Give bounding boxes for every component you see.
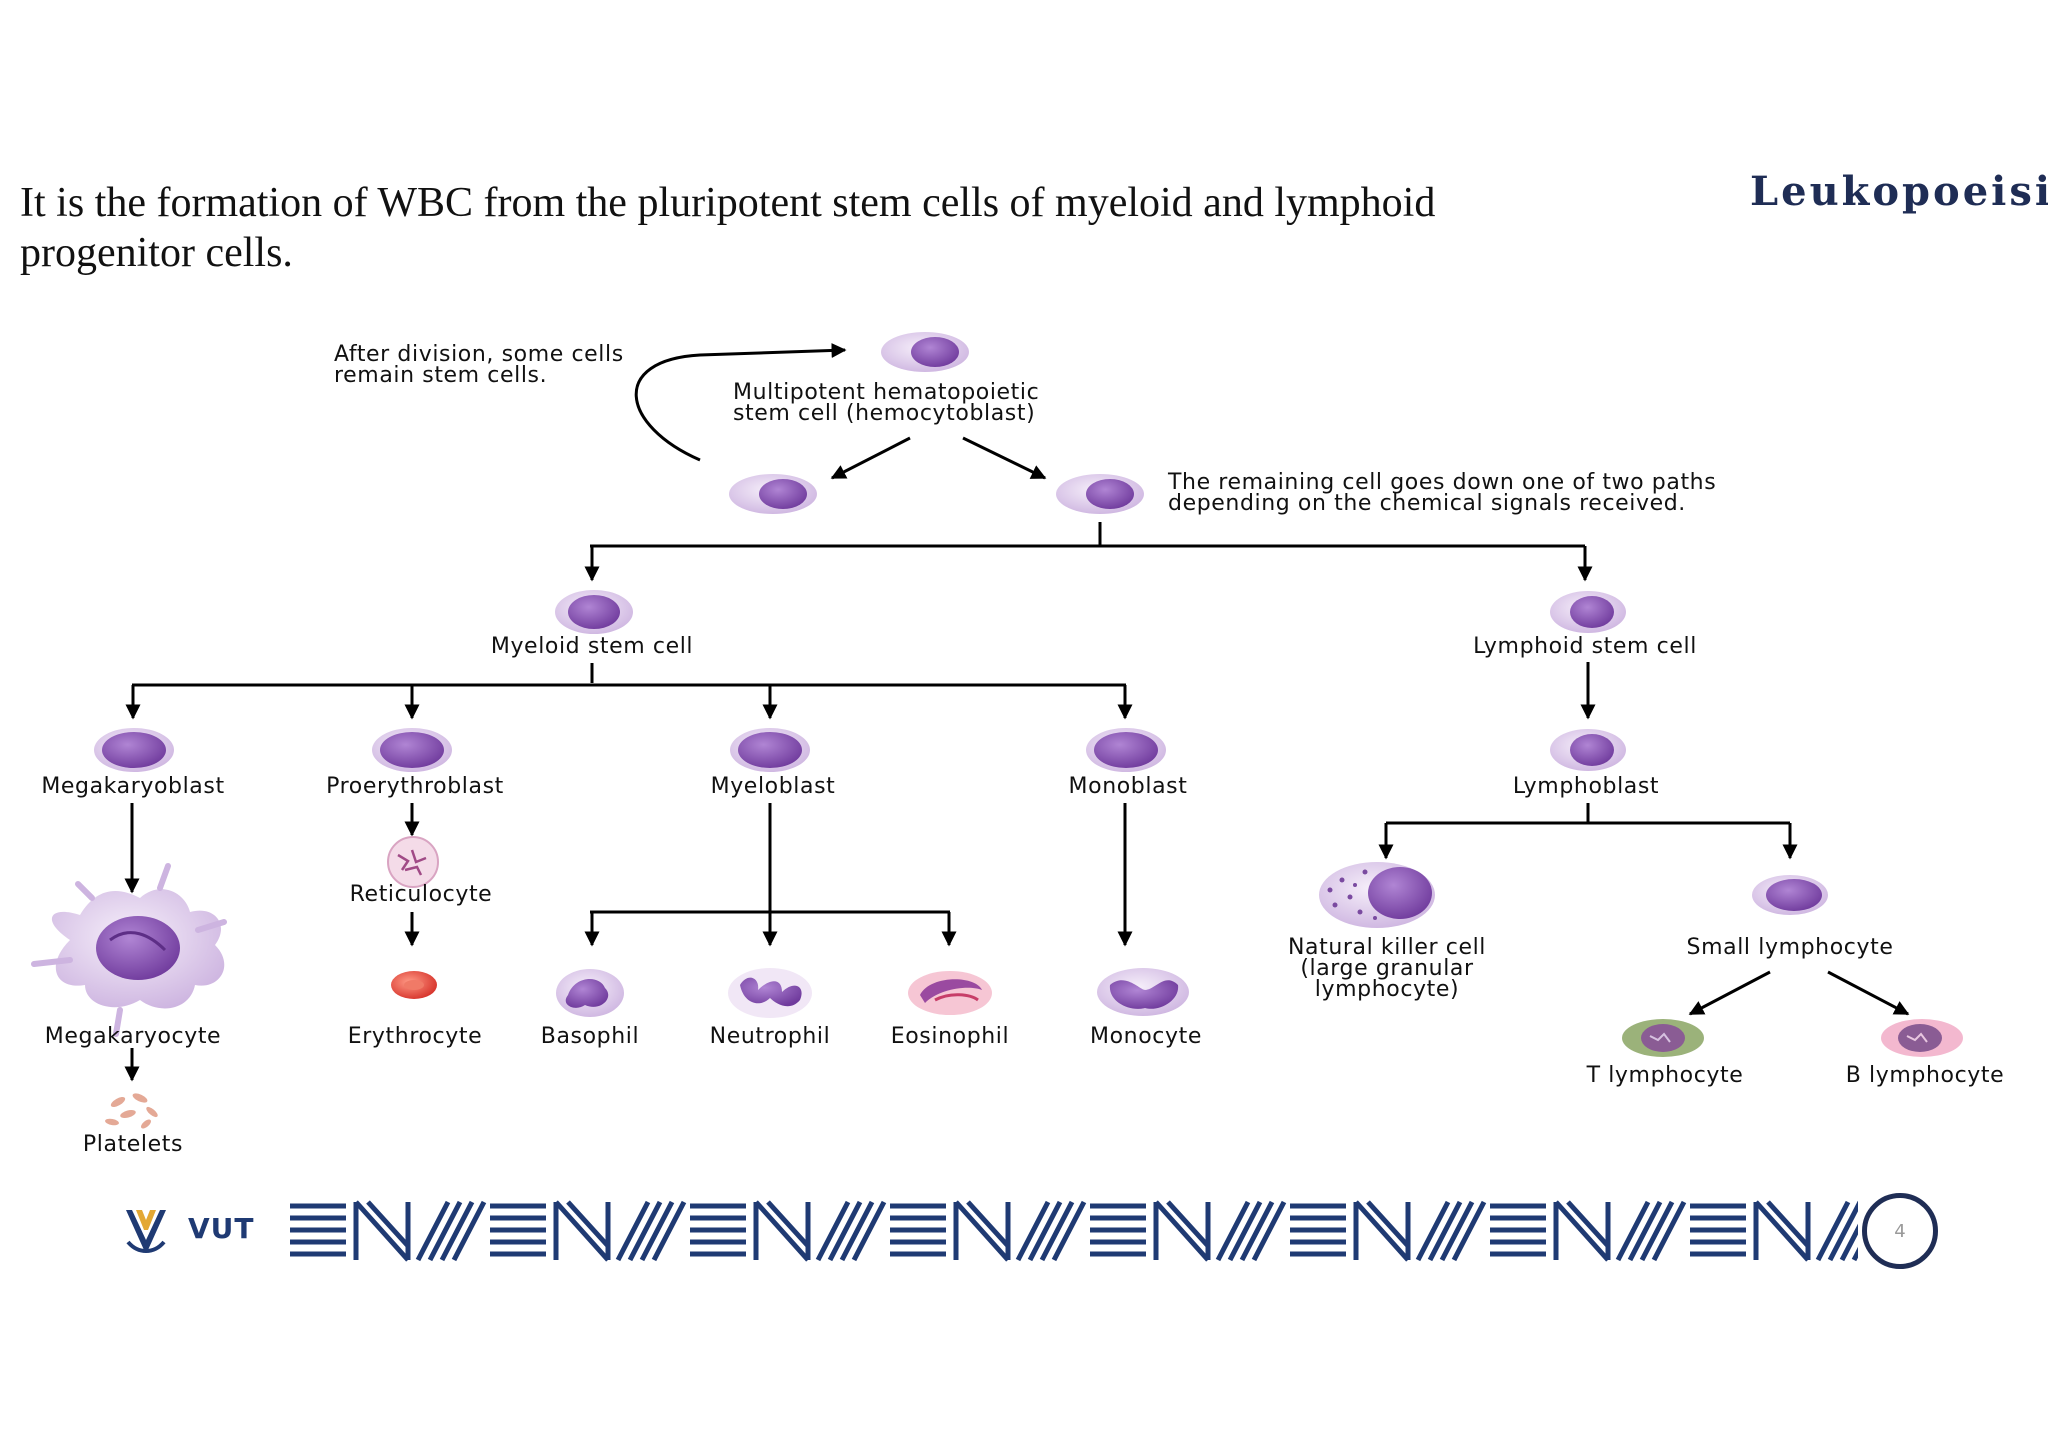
- intro-line-1: It is the formation of WBC from the plur…: [20, 180, 1436, 226]
- arrow-hsc-right: [962, 436, 1047, 480]
- leukopoiesis-diagram: After division, some cells remain stem c…: [31, 332, 2005, 1157]
- cell-eosinophil: [908, 971, 992, 1015]
- label-megakaryoblast: Megakaryoblast: [41, 774, 224, 799]
- loop-arrow: [634, 342, 847, 462]
- connector-lines: [124, 342, 1910, 1082]
- vut-logo-text: VUT: [188, 1212, 255, 1245]
- note-paths-line-2: depending on the chemical signals receiv…: [1168, 491, 1686, 516]
- label-nk-line-1: Natural killer cell: [1288, 935, 1486, 960]
- note-loop-line-2: remain stem cells.: [334, 363, 547, 388]
- note-loop-line-1: After division, some cells: [334, 342, 624, 367]
- cell-daughter-left: [729, 474, 817, 514]
- hsc-label-line-2: stem cell (hemocytoblast): [733, 401, 1035, 426]
- label-megakaryocyte: Megakaryocyte: [45, 1024, 221, 1049]
- label-neutrophil: Neutrophil: [710, 1024, 831, 1049]
- vut-logo-icon: [126, 1210, 166, 1253]
- arrow-to-b-lymphocyte: [1827, 970, 1910, 1016]
- cell-small-lymphocyte: [1752, 875, 1828, 915]
- cell-t-lymphocyte: [1622, 1019, 1704, 1057]
- label-reticulocyte: Reticulocyte: [350, 882, 493, 907]
- label-nk-line-2: (large granular: [1300, 956, 1474, 981]
- cell-reticulocyte: [387, 836, 439, 888]
- cell-nk: [1319, 862, 1435, 928]
- cell-myeloid-stem: [555, 590, 633, 634]
- cell-daughter-right: [1056, 474, 1144, 514]
- cell-hsc: [881, 332, 969, 372]
- footer-pattern-band: [288, 1200, 1858, 1262]
- cell-megakaryocyte: [31, 863, 227, 1037]
- cell-basophil: [556, 969, 624, 1017]
- cell-proerythroblast: [372, 728, 452, 772]
- label-lymphoid-stem-cell: Lymphoid stem cell: [1473, 634, 1697, 659]
- cell-platelets: [105, 1093, 158, 1129]
- label-myeloid-stem-cell: Myeloid stem cell: [491, 634, 693, 659]
- cell-monocyte: [1097, 968, 1189, 1016]
- label-eosinophil: Eosinophil: [891, 1024, 1009, 1049]
- label-small-lymphocyte: Small lymphocyte: [1687, 935, 1894, 960]
- cell-myeloblast: [730, 728, 810, 772]
- label-t-lymphocyte: T lymphocyte: [1586, 1063, 1744, 1088]
- label-monocyte: Monocyte: [1090, 1024, 1202, 1049]
- cell-b-lymphocyte: [1881, 1019, 1963, 1057]
- cell-neutrophil: [728, 968, 812, 1018]
- label-monoblast: Monoblast: [1069, 774, 1188, 799]
- label-myeloblast: Myeloblast: [711, 774, 836, 799]
- note-paths-line-1: The remaining cell goes down one of two …: [1167, 470, 1716, 495]
- label-erythrocyte: Erythrocyte: [348, 1024, 482, 1049]
- cell-lymphoid-stem: [1550, 591, 1626, 633]
- label-b-lymphocyte: B lymphocyte: [1846, 1063, 2005, 1088]
- label-proerythroblast: Proerythroblast: [326, 774, 504, 799]
- intro-line-2: progenitor cells.: [20, 230, 293, 276]
- cell-monoblast: [1086, 728, 1166, 772]
- label-lymphoblast: Lymphoblast: [1513, 774, 1659, 799]
- cell-lymphoblast: [1550, 729, 1626, 771]
- label-nk-line-3: lymphocyte): [1315, 977, 1459, 1002]
- cell-megakaryoblast: [94, 728, 174, 772]
- slide-title: Leukopoeisis: [1750, 168, 2048, 215]
- arrow-to-t-lymphocyte: [1688, 970, 1771, 1016]
- arrow-hsc-left: [830, 436, 911, 480]
- intro-text: It is the formation of WBC from the plur…: [20, 178, 1640, 278]
- cell-erythrocyte: [391, 971, 437, 999]
- hsc-label-line-1: Multipotent hematopoietic: [733, 380, 1039, 405]
- label-platelets: Platelets: [83, 1132, 183, 1157]
- page-number-badge: 4: [1862, 1193, 1938, 1269]
- label-basophil: Basophil: [541, 1024, 639, 1049]
